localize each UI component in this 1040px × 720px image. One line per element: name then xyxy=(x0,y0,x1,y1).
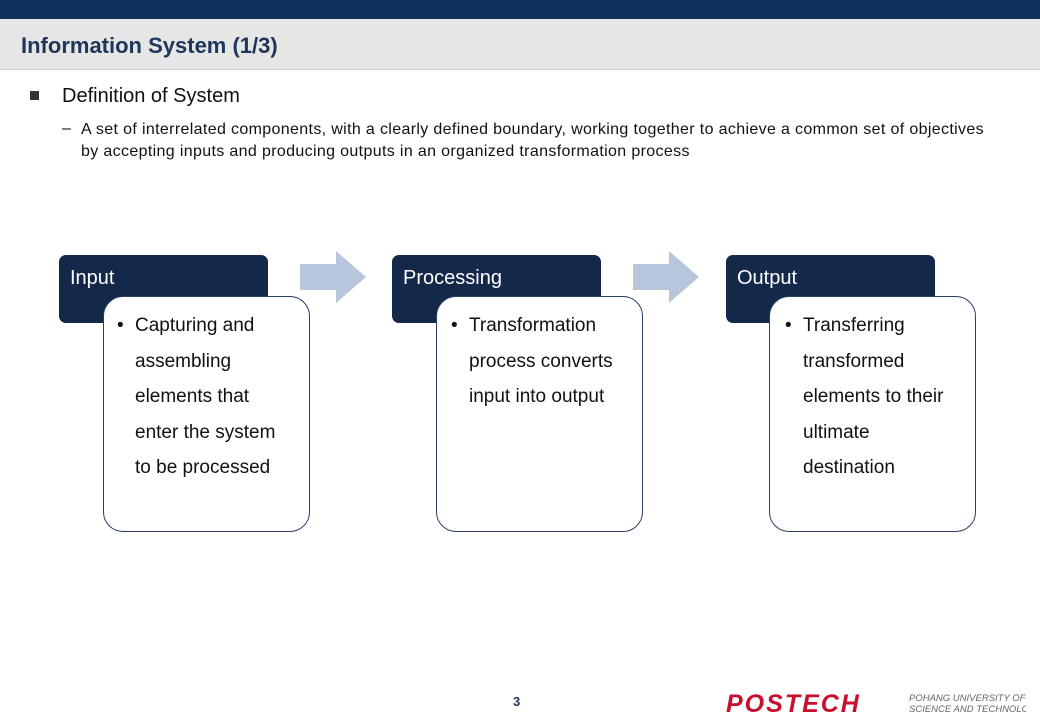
step-bullet-input: • xyxy=(117,315,124,336)
step-label-input: Input xyxy=(70,267,115,289)
step-label-output: Output xyxy=(737,267,798,289)
definition-text: A set of interrelated components, with a… xyxy=(81,121,984,160)
step-bullet-processing: • xyxy=(451,315,458,336)
step-text-processing: Transformation process converts input in… xyxy=(469,315,613,407)
logo-subtitle-line-2: SCIENCE AND TECHNOLOGY xyxy=(909,704,1026,715)
step-bullet-output: • xyxy=(785,315,792,336)
right-arrow-icon xyxy=(300,251,366,303)
definition-heading: Definition of System xyxy=(62,85,240,107)
dash-bullet: – xyxy=(62,120,71,137)
logo-wordmark: POSTECH xyxy=(726,690,861,716)
square-bullet-icon xyxy=(30,91,39,100)
step-text-input: Capturing and assembling elements that e… xyxy=(135,315,276,478)
step-label-processing: Processing xyxy=(403,267,502,289)
title-band xyxy=(0,19,1040,70)
step-box-output xyxy=(769,296,976,532)
logo-subtitle-line-1: POHANG UNIVERSITY OF xyxy=(909,693,1026,704)
top-bar xyxy=(0,0,1040,19)
right-arrow-icon xyxy=(633,251,699,303)
step-box-processing xyxy=(436,296,643,532)
slide-title: Information System (1/3) xyxy=(21,33,278,58)
page-number: 3 xyxy=(513,694,521,709)
step-box-input xyxy=(103,296,310,532)
postech-logo: POSTECH POHANG UNIVERSITY OF SCIENCE AND… xyxy=(726,690,1026,716)
step-text-output: Transferring transformed elements to the… xyxy=(803,315,944,478)
